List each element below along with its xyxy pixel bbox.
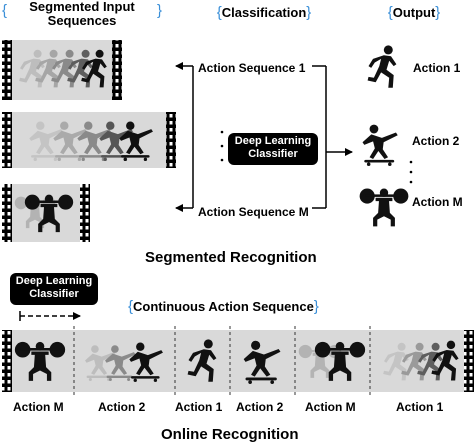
header-output-text: Output	[392, 5, 436, 20]
input-sequence-skater	[2, 112, 176, 168]
online-recognition-title: Online Recognition	[161, 426, 299, 443]
segment-label-6: Action 1	[396, 400, 444, 414]
brace-icon: }	[306, 4, 312, 21]
brace-icon: }	[313, 298, 319, 315]
continuous-action-sequence-label: {Continuous Action Sequence}	[128, 298, 319, 315]
segment-label-4: Action 2	[236, 400, 284, 414]
segment-label-2: Action 2	[98, 400, 146, 414]
online-deep-learning-classifier-box: Deep Learning Classifier	[10, 273, 98, 305]
brace-icon: {	[128, 298, 134, 315]
brace-icon: }	[156, 2, 162, 19]
header-input-text: Segmented Input Sequences	[29, 0, 135, 28]
brace-icon: }	[435, 4, 441, 21]
segment-label-5: Action M	[305, 400, 356, 414]
action-sequence-m-label: Action Sequence M	[198, 205, 309, 219]
continuous-film-strip	[2, 311, 474, 396]
continuous-action-sequence-text: Continuous Action Sequence	[133, 299, 314, 314]
output-skater-icon	[362, 124, 398, 166]
classification-bracket	[175, 62, 353, 212]
output-runner-icon	[367, 45, 397, 88]
ellipsis-dots	[220, 130, 413, 184]
header-input-sequences: { Segmented Input Sequences }	[2, 0, 162, 28]
input-sequence-runner	[2, 40, 122, 100]
brace-icon: {	[216, 4, 222, 21]
input-sequence-lifter	[2, 184, 90, 242]
deep-learning-classifier-box: Deep Learning Classifier	[228, 133, 318, 165]
header-classification-text: Classification	[221, 5, 307, 20]
output-action-m-label: Action M	[412, 195, 463, 209]
header-output: {Output}	[378, 4, 450, 21]
output-action-2-label: Action 2	[412, 134, 460, 148]
brace-icon: {	[387, 4, 393, 21]
output-lifter-icon	[359, 188, 409, 227]
output-action-1-label: Action 1	[413, 61, 461, 75]
action-sequence-1-label: Action Sequence 1	[198, 61, 306, 75]
header-classification: {Classification}	[206, 4, 322, 21]
brace-icon: {	[2, 2, 8, 19]
segment-label-3: Action 1	[175, 400, 223, 414]
segment-label-1: Action M	[13, 400, 64, 414]
segmented-recognition-title: Segmented Recognition	[145, 249, 317, 266]
